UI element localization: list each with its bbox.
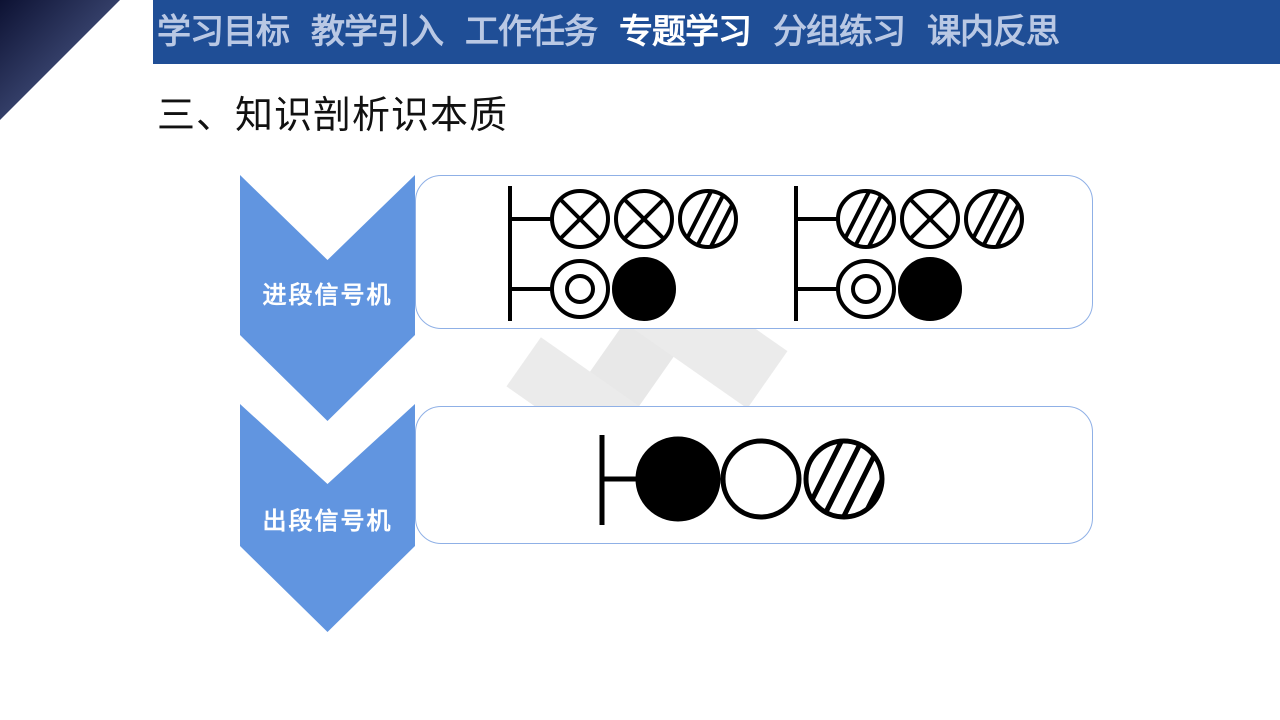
section-label-entry: 进段信号机: [262, 280, 393, 309]
nav-tab-reflection[interactable]: 课内反思: [927, 12, 1060, 52]
entry-signals-drawing: [508, 186, 1024, 321]
nav-tab-introduction[interactable]: 教学引入: [311, 12, 444, 52]
exit-signal-drawing: [599, 435, 885, 525]
signal-panel-exit: [415, 406, 1093, 544]
nav-tab-group-practice[interactable]: 分组练习: [773, 12, 906, 52]
page-title: 三、知识剖析识本质: [157, 93, 509, 137]
nav-tab-objectives[interactable]: 学习目标: [157, 12, 290, 52]
exit-signal: [599, 435, 885, 525]
nav-tab-work-task[interactable]: 工作任务: [465, 12, 598, 52]
section-chevron-entry: 进段信号机: [240, 175, 415, 421]
top-nav-bar: 学习目标 教学引入 工作任务 专题学习 分组练习 课内反思: [153, 0, 1280, 64]
section-label-exit: 出段信号机: [262, 506, 393, 535]
corner-decoration: [0, 0, 120, 120]
entry-signal-b: [794, 186, 1024, 321]
nav-tab-topic-study[interactable]: 专题学习: [619, 12, 752, 52]
signal-panel-entry: [415, 175, 1093, 329]
entry-signal-a: [508, 186, 738, 321]
section-chevron-exit: 出段信号机: [240, 404, 415, 632]
